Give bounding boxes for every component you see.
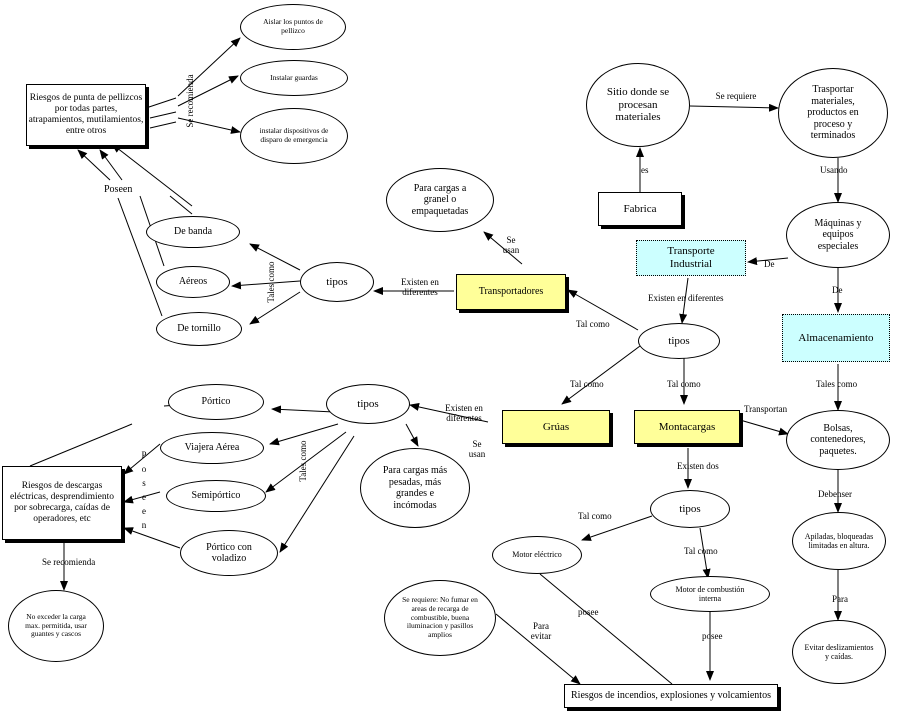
node-tipos-montacargas: tipos [650, 490, 730, 528]
node-granel: Para cargas a granel o empaquetadas [386, 168, 494, 232]
link-posee-electrico: posee [578, 607, 599, 617]
node-tipos-left: tipos [300, 262, 374, 302]
node-cargas-pesadas: Para cargas más pesadas, más grandes e i… [360, 448, 470, 528]
link-tal-como-combustion: Tal como [684, 546, 718, 556]
node-bolsas: Bolsas, contenedores, paquetes. [786, 410, 890, 470]
link-tal-como-transportadores: Tal como [576, 319, 610, 329]
link-posee-combustion: posee [702, 631, 723, 641]
node-transportadores: Transportadores [456, 274, 566, 310]
link-se-recomienda-descargas: Se recomienda [42, 557, 96, 567]
link-debenser: Debenser [818, 489, 852, 499]
node-instalar-dispositivos: instalar dispositivos de disparo de emer… [240, 108, 348, 164]
link-poseen: Poseen [104, 184, 133, 195]
link-tal-como-electrico: Tal como [578, 511, 612, 521]
link-transportan: Transportan [744, 404, 788, 414]
node-no-exceder: No exceder la carga max. permitida, usar… [8, 590, 104, 662]
link-para-evitar: Para evitar [530, 621, 552, 641]
node-riesgos-incendios: Riesgos de incendios, explosiones y volc… [564, 684, 778, 708]
node-transporte-industrial: Transporte Industrial [636, 240, 746, 276]
link-se-usan-granel: Se usan [502, 235, 520, 255]
link-para: Para [832, 594, 848, 604]
link-de-almacenamiento: De [832, 285, 843, 295]
node-tipos-center: tipos [638, 323, 720, 359]
link-se-recomienda-punta: Se recomienda [185, 74, 195, 128]
link-es: es [641, 165, 649, 175]
node-viajera: Viajera Aérea [160, 432, 264, 464]
node-riesgos-punta: Riesgos de punta de pellizcos por todas … [26, 84, 146, 146]
node-gruas: Grúas [502, 410, 610, 444]
node-instalar-guardas: Instalar guardas [240, 60, 348, 96]
node-semiportico: Semipórtico [166, 480, 266, 512]
node-transportar: Trasportar materiales, productos en proc… [778, 68, 888, 158]
node-aislar: Aislar los puntos de pellizco [240, 4, 346, 50]
link-existen-diferentes-transportadores: Existen en diferentes [401, 277, 439, 297]
link-existen-diferentes-gruas: Existen en diferentes [445, 403, 483, 423]
node-portico: Pórtico [168, 384, 264, 420]
link-existen-dos: Existen dos [677, 461, 719, 471]
link-tal-como-montacargas: Tal como [667, 379, 701, 389]
node-apiladas: Apiladas, bloqueadas limitadas en altura… [792, 512, 886, 570]
node-almacenamiento: Almacenamiento [782, 314, 890, 362]
node-de-tornillo: De tornillo [156, 312, 242, 346]
link-tales-como-almacen: Tales como [816, 379, 858, 389]
node-portico-voladizo: Pórtico con voladizo [180, 530, 278, 576]
node-sitio: Sitio donde se procesan materiales [586, 63, 690, 147]
link-poseen-vertical: P o s e e n [141, 450, 147, 530]
node-evitar-deslizamientos: Evitar deslizamientos y caídas. [792, 620, 886, 684]
link-tal-como-gruas: Tal como [570, 379, 604, 389]
link-se-requiere: Se requiere [715, 91, 757, 101]
link-existen-diferentes-center: Existen en diferentes [648, 293, 724, 303]
node-motor-electrico: Motor eléctrico [492, 536, 582, 574]
link-se-usan-gruas: Se usan [468, 439, 486, 459]
node-de-banda: De banda [146, 216, 240, 248]
node-tipos-gruas: tipos [326, 384, 410, 424]
link-tales-como-transportadores: Tales como [266, 261, 276, 303]
node-maquinas: Máquinas y equipos especiales [786, 202, 890, 268]
node-se-requiere-no-fumar: Se requiere: No fumar en areas de recarg… [384, 580, 496, 656]
node-fabrica: Fabrica [598, 192, 682, 226]
link-tales-como-gruas: Tales como [298, 440, 308, 482]
link-de-transporte: De [764, 259, 775, 269]
node-aereos: Aéreos [156, 266, 230, 298]
node-montacargas: Montacargas [634, 410, 740, 444]
link-usando: Usando [820, 165, 848, 175]
node-riesgos-descargas: Riesgos de descargas eléctricas, despren… [2, 466, 122, 540]
node-motor-combustion: Motor de combustión interna [650, 576, 770, 612]
